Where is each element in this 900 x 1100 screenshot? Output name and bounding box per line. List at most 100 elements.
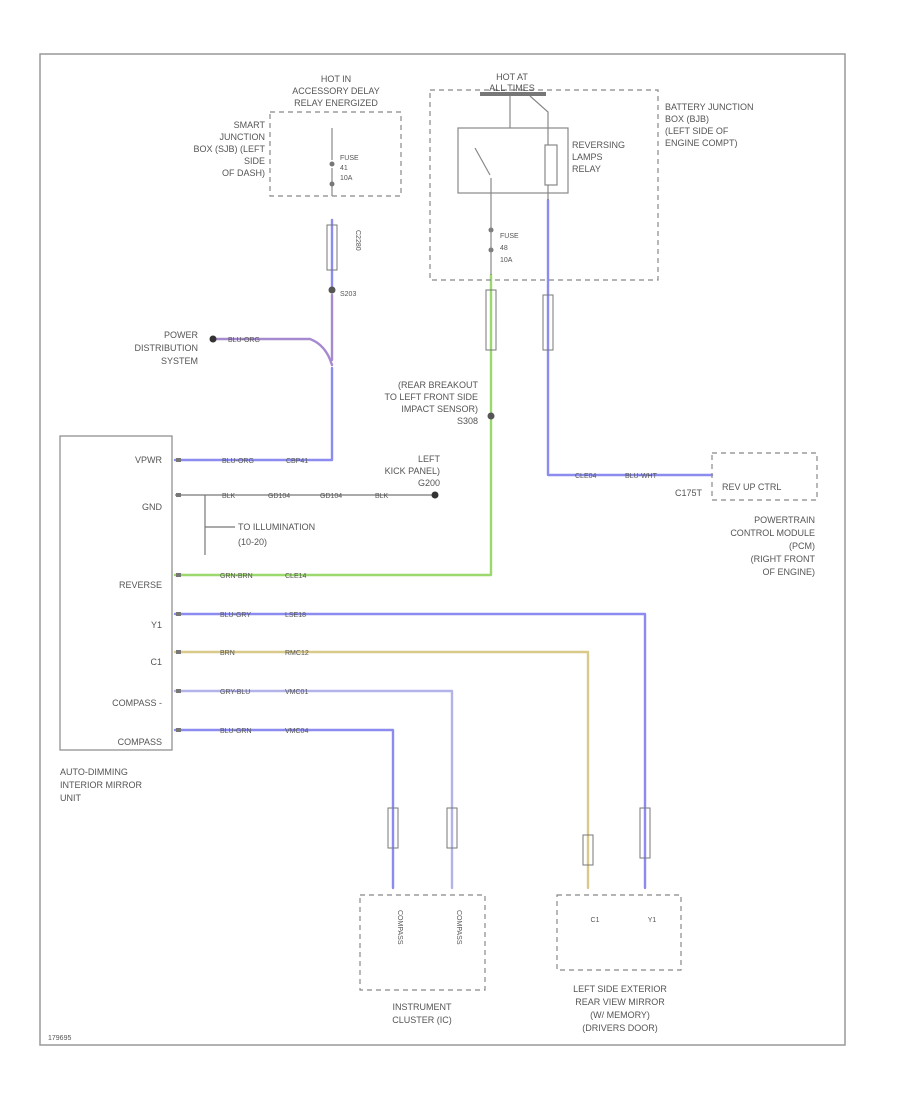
hot-at-label-1: HOT AT bbox=[496, 72, 528, 82]
wire-label-blu-gry: BLU-GRY bbox=[220, 612, 251, 619]
s203-splice bbox=[328, 286, 336, 294]
kick-label-2: KICK PANEL) bbox=[385, 466, 440, 476]
fuse41-label-2: 41 bbox=[340, 165, 348, 172]
wire-label-vmc04: VMC04 bbox=[285, 728, 308, 735]
pcm-box bbox=[711, 452, 818, 501]
lm-label-1: LEFT SIDE EXTERIOR bbox=[573, 984, 667, 994]
relay-coil bbox=[544, 144, 558, 186]
wire-label-blk: BLK bbox=[222, 493, 236, 500]
bjb-label-4: ENGINE COMPT) bbox=[665, 138, 738, 148]
bjb-label-3: (LEFT SIDE OF bbox=[665, 126, 729, 136]
wire-label-cle14: CLE14 bbox=[285, 573, 307, 580]
s308-splice bbox=[487, 412, 495, 420]
relay-switch bbox=[474, 147, 492, 195]
bjb-label-2: BOX (BJB) bbox=[665, 114, 709, 124]
rear-label-1: (REAR BREAKOUT bbox=[398, 380, 479, 390]
sjb-label-2: JUNCTION bbox=[220, 132, 266, 142]
wire-label-gd104: GD104 bbox=[268, 493, 290, 500]
pin-compass-plus: COMPASS bbox=[118, 737, 162, 747]
mirror-unit-label-3: UNIT bbox=[60, 793, 81, 803]
pcm-label-4: (RIGHT FRONT bbox=[751, 554, 816, 564]
lm-label-2: REAR VIEW MIRROR bbox=[575, 997, 665, 1007]
lm-c1: C1 bbox=[591, 917, 600, 924]
sjb-label-3: BOX (SJB) (LEFT bbox=[193, 144, 265, 154]
wire-reverse bbox=[173, 418, 493, 577]
relay-box bbox=[457, 127, 569, 194]
wire-label-gry-blu: GRY-BLU bbox=[220, 689, 250, 696]
lm-label-4: (DRIVERS DOOR) bbox=[582, 1023, 658, 1033]
fuse41-label-1: FUSE bbox=[340, 155, 359, 162]
rear-label-2: TO LEFT FRONT SIDE bbox=[384, 392, 478, 402]
hot-at-bar bbox=[480, 92, 546, 96]
wire-label-blu-org: BLU-ORG bbox=[228, 337, 260, 344]
bjb-label-1: BATTERY JUNCTION bbox=[665, 102, 754, 112]
relay-feed bbox=[490, 95, 549, 220]
pcm-label-5: OF ENGINE) bbox=[762, 567, 815, 577]
wire-c1 bbox=[173, 650, 590, 890]
relay-label-1: REVERSING bbox=[572, 140, 625, 150]
wire-vpwr bbox=[173, 366, 334, 462]
lm-y1: Y1 bbox=[648, 917, 657, 924]
connector-stubs bbox=[326, 224, 651, 866]
fuse48-label-3: 10A bbox=[500, 257, 513, 264]
hot-acc-label-3: RELAY ENERGIZED bbox=[294, 98, 378, 108]
illum-label-1: TO ILLUMINATION bbox=[238, 522, 315, 532]
relay-label-2: LAMPS bbox=[572, 152, 603, 162]
wire-label-lse18: LSE18 bbox=[285, 612, 306, 619]
s203-label: S203 bbox=[340, 291, 356, 298]
pin-vpwr: VPWR bbox=[135, 455, 163, 465]
diagram-code: 179695 bbox=[48, 1035, 71, 1042]
lm-label-3: (W/ MEMORY) bbox=[590, 1010, 650, 1020]
pin-reverse: REVERSE bbox=[119, 580, 162, 590]
wire-label-gd104b: GD104 bbox=[320, 493, 342, 500]
pcm-label-1: POWERTRAIN bbox=[754, 515, 815, 525]
hot-acc-label-2: ACCESSORY DELAY bbox=[292, 86, 380, 96]
pcm-connector: C175T bbox=[675, 488, 703, 498]
pcm-label-2: CONTROL MODULE bbox=[730, 528, 815, 538]
hot-at-label-2: ALL TIMES bbox=[489, 83, 535, 93]
wire-label-blu-wht: BLU-WHT bbox=[625, 473, 658, 480]
pcm-pin: REV UP CTRL bbox=[722, 482, 781, 492]
pds-dot bbox=[209, 335, 217, 343]
hot-acc-label-1: HOT IN bbox=[321, 74, 351, 84]
wire-compass-minus bbox=[173, 689, 454, 890]
kick-label-1: LEFT bbox=[418, 454, 441, 464]
mirror-unit-label-1: AUTO-DIMMING bbox=[60, 767, 128, 777]
wire-y1 bbox=[173, 612, 647, 890]
sjb-box bbox=[269, 111, 402, 197]
mirror-unit-pins bbox=[176, 458, 181, 732]
g200-ground bbox=[431, 491, 439, 499]
ic-box bbox=[359, 894, 486, 991]
wire-compass-plus bbox=[173, 728, 395, 890]
ic-compass-2: COMPASS bbox=[455, 910, 462, 945]
wire-pcm bbox=[546, 198, 714, 477]
labels: HOT IN ACCESSORY DELAY RELAY ENERGIZED S… bbox=[48, 72, 816, 1042]
rear-label-3: IMPACT SENSOR) bbox=[401, 404, 478, 414]
bjb-box bbox=[429, 89, 659, 281]
diagram-frame bbox=[39, 53, 846, 1046]
illum-label-2: (10-20) bbox=[238, 537, 267, 547]
ic-label-1: INSTRUMENT bbox=[393, 1002, 452, 1012]
sjb-label-5: OF DASH) bbox=[222, 168, 265, 178]
left-mirror-box bbox=[556, 894, 682, 971]
wire-label-cbp41: CBP41 bbox=[286, 458, 308, 465]
rear-label-4: S308 bbox=[457, 416, 478, 426]
fuse48-label-1: FUSE bbox=[500, 233, 519, 240]
sjb-label-4: SIDE bbox=[244, 156, 265, 166]
ic-compass-1: COMPASS bbox=[396, 910, 403, 945]
fuse48-label-2: 48 bbox=[500, 245, 508, 252]
fuse-41-node-top bbox=[329, 161, 335, 167]
ic-label-2: CLUSTER (IC) bbox=[392, 1015, 452, 1025]
pin-compass-minus: COMPASS - bbox=[112, 698, 162, 708]
wire-label-cle04: CLE04 bbox=[575, 473, 597, 480]
c2280-label: C2280 bbox=[354, 230, 361, 251]
fuse41-label-3: 10A bbox=[340, 175, 353, 182]
wire-label-vpwr-color: BLU-ORG bbox=[222, 458, 254, 465]
fuse-41-node-bottom bbox=[329, 181, 335, 187]
mirror-unit-box bbox=[59, 435, 173, 751]
wire-label-brn: BRN bbox=[220, 650, 235, 657]
pcm-label-3: (PCM) bbox=[789, 541, 815, 551]
pds-label-1: POWER bbox=[164, 330, 199, 340]
pin-gnd: GND bbox=[142, 502, 163, 512]
